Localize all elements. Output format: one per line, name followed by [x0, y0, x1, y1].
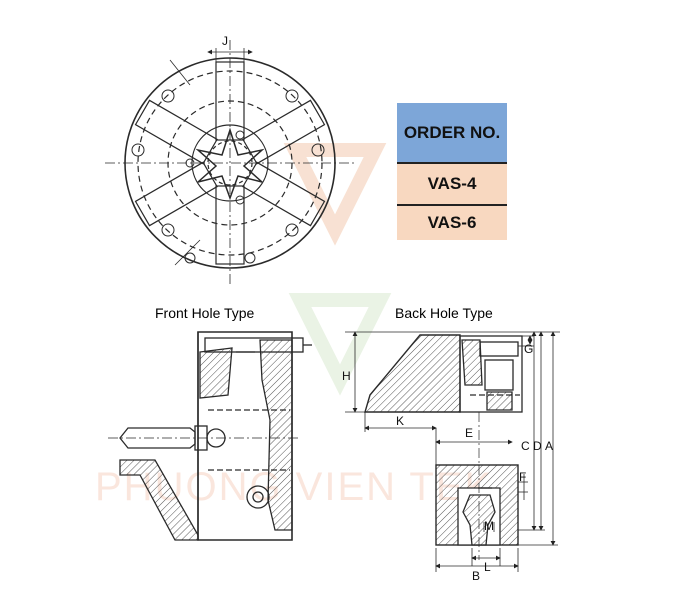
dim-F: F — [519, 470, 526, 484]
front-hole-type-drawing — [108, 331, 312, 541]
order-table-header: ORDER NO. — [397, 103, 507, 162]
order-number-table: ORDER NO. VAS-4 VAS-6 — [397, 103, 507, 240]
dim-K: K — [396, 414, 404, 428]
dim-G: G — [524, 342, 533, 356]
order-table-row: VAS-4 — [397, 162, 507, 204]
caption-front-hole-type: Front Hole Type — [155, 305, 255, 321]
order-table-row: VAS-6 — [397, 204, 507, 240]
dim-L: L — [484, 560, 491, 574]
dim-A: A — [545, 439, 553, 453]
dim-M: M — [484, 519, 494, 533]
back-hole-type-drawing — [345, 331, 560, 572]
dim-E: E — [465, 426, 473, 440]
dim-J: J — [222, 34, 228, 48]
dim-B: B — [472, 569, 480, 583]
chuck-top-view — [105, 40, 355, 285]
dim-H: H — [342, 369, 351, 383]
caption-back-hole-type: Back Hole Type — [395, 305, 493, 321]
dim-C: C — [521, 439, 530, 453]
dim-D: D — [533, 439, 542, 453]
